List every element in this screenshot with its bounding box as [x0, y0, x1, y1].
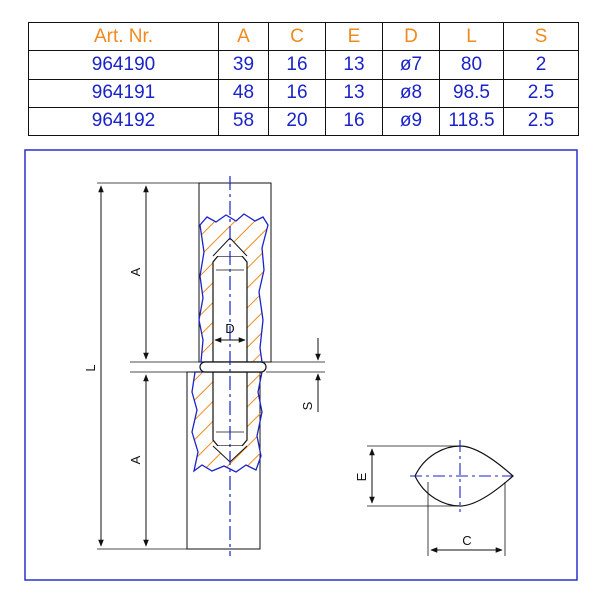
cell-art-nr: 964190: [28, 50, 219, 80]
cell-d: ø8: [382, 78, 440, 108]
cell-l: 118.5: [439, 106, 504, 137]
spec-table: Art. Nr. A C E D L S 964190 39 16 13 ø7 …: [28, 21, 579, 137]
table-row: 964191 48 16 13 ø8 98.5 2.5: [28, 78, 579, 108]
cell-a: 58: [218, 106, 269, 137]
dimension-c-label: C: [462, 533, 471, 548]
table-row: 964190 39 16 13 ø7 80 2: [28, 50, 579, 80]
dimension-a-lower-label: A: [128, 455, 143, 464]
header-s: S: [503, 21, 579, 52]
cell-c: 16: [268, 78, 326, 108]
table-row: 964192 58 20 16 ø9 118.5 2.5: [28, 106, 579, 137]
cell-c: 16: [268, 50, 326, 80]
cell-s: 2: [503, 50, 579, 80]
cell-e: 16: [325, 106, 383, 137]
header-art-nr: Art. Nr.: [28, 21, 219, 52]
dimension-d-label: D: [225, 321, 234, 336]
cell-d: ø7: [382, 50, 440, 80]
dimension-e-label: E: [354, 472, 369, 481]
header-e: E: [325, 21, 383, 52]
dimension-l-label: L: [83, 364, 98, 371]
cell-s: 2.5: [503, 78, 579, 108]
drawing-frame: [24, 149, 578, 581]
cell-e: 13: [325, 78, 383, 108]
pin-cross-section: [414, 445, 514, 507]
dimension-a-upper-label: A: [128, 267, 143, 276]
cell-c: 20: [268, 106, 326, 137]
dimension-s-label: S: [300, 401, 315, 410]
cell-art-nr: 964192: [28, 106, 219, 137]
cell-art-nr: 964191: [28, 78, 219, 108]
header-a: A: [218, 21, 269, 52]
washer-ring: [199, 361, 267, 373]
cell-s: 2.5: [503, 106, 579, 137]
table-header-row: Art. Nr. A C E D L S: [28, 21, 579, 52]
